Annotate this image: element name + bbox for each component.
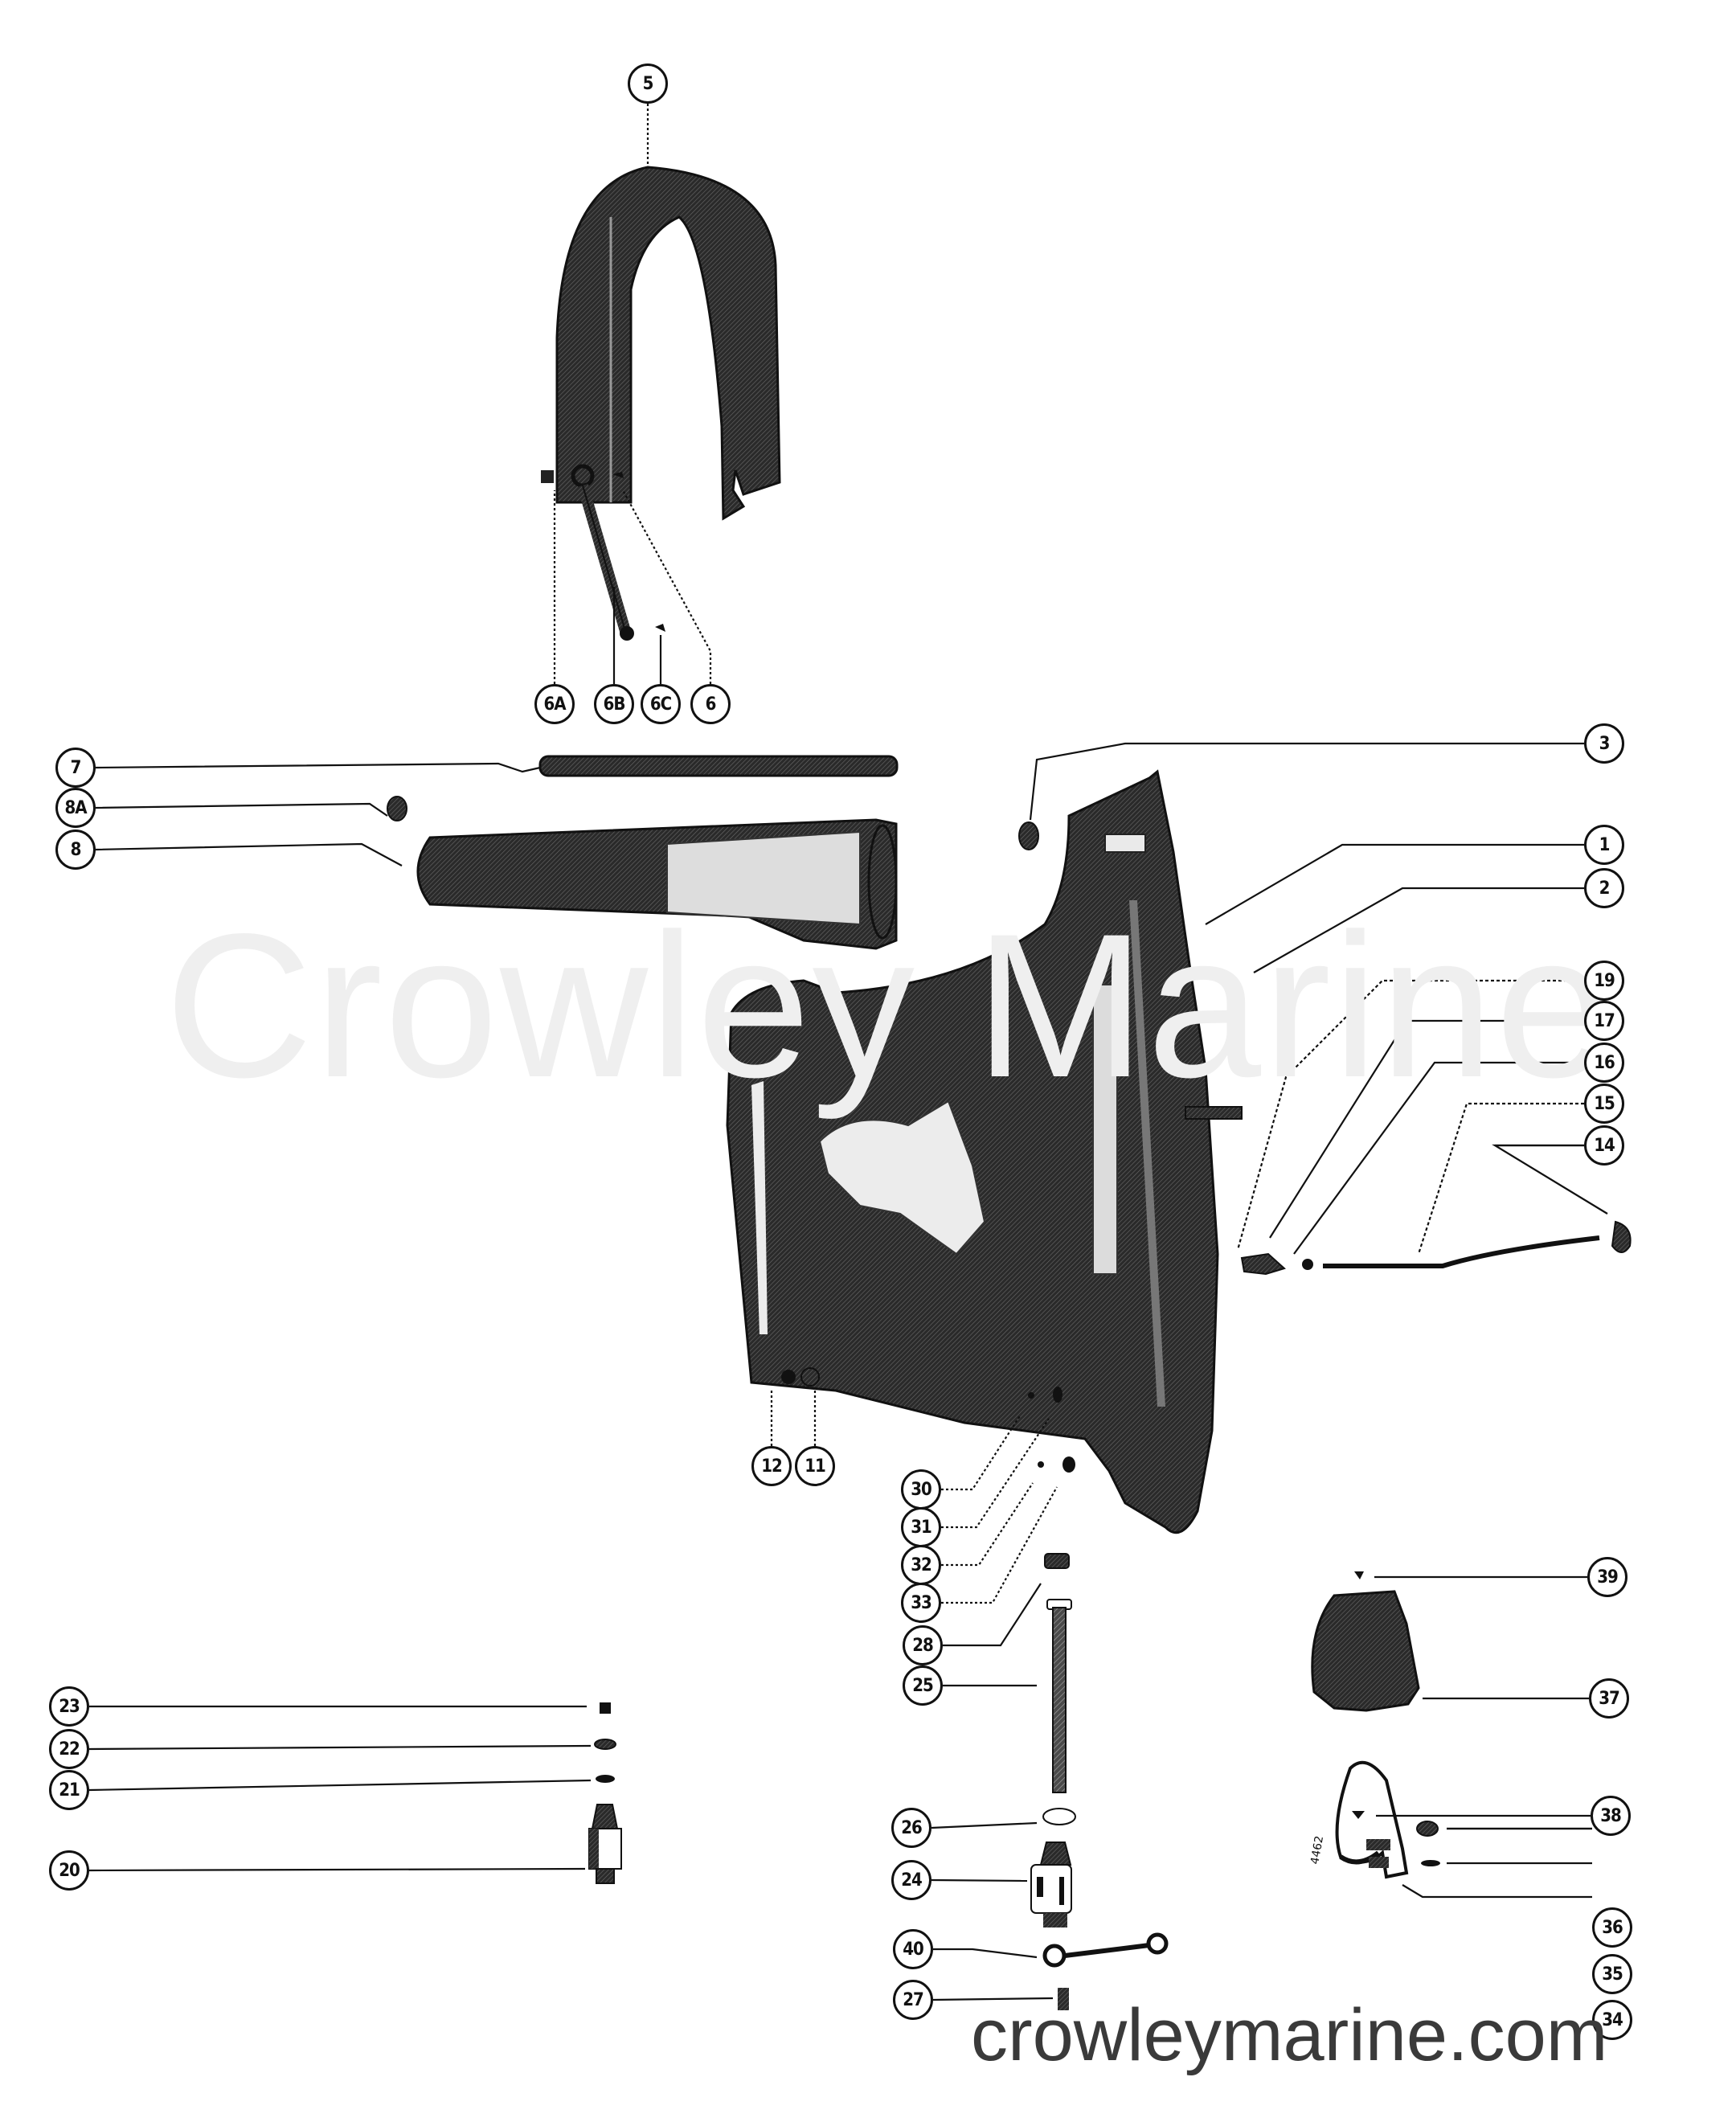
callout-26[interactable]: 26 bbox=[891, 1808, 931, 1848]
callout-21[interactable]: 21 bbox=[49, 1770, 89, 1810]
callout-34[interactable]: 34 bbox=[1592, 2000, 1632, 2040]
callout-3[interactable]: 3 bbox=[1584, 723, 1624, 764]
callout-12[interactable]: 12 bbox=[751, 1446, 792, 1486]
part-23-nut bbox=[600, 1702, 611, 1714]
callout-32[interactable]: 32 bbox=[901, 1545, 941, 1585]
callout-8[interactable]: 8 bbox=[55, 830, 96, 870]
part-20-fitting bbox=[588, 1804, 622, 1884]
callout-11[interactable]: 11 bbox=[795, 1446, 835, 1486]
part-3-nut bbox=[1018, 821, 1039, 850]
callout-14[interactable]: 14 bbox=[1584, 1125, 1624, 1166]
part-6-link-rod bbox=[541, 464, 665, 641]
part-25-bolt bbox=[1046, 1599, 1072, 1793]
callout-6[interactable]: 6 bbox=[690, 684, 731, 724]
callout-15[interactable]: 15 bbox=[1584, 1084, 1624, 1124]
part-36-nut bbox=[1416, 1821, 1439, 1837]
part-2-stud bbox=[1185, 1106, 1243, 1120]
part-22-washer bbox=[594, 1739, 616, 1750]
watermark-crowleymarine-url: crowleymarine.com bbox=[971, 1994, 1608, 2076]
callout-17[interactable]: 17 bbox=[1584, 1001, 1624, 1041]
callout-16[interactable]: 16 bbox=[1584, 1043, 1624, 1083]
callout-39[interactable]: 39 bbox=[1587, 1557, 1628, 1597]
callout-25[interactable]: 25 bbox=[903, 1665, 943, 1706]
part-27-screw bbox=[1058, 1988, 1069, 2010]
callout-7[interactable]: 7 bbox=[55, 748, 96, 788]
part-40-ground-strap bbox=[1042, 1932, 1169, 1968]
part-37-cover bbox=[1311, 1590, 1420, 1712]
callout-1[interactable]: 1 bbox=[1584, 825, 1624, 865]
callout-30[interactable]: 30 bbox=[901, 1469, 941, 1510]
callout-5[interactable]: 5 bbox=[628, 63, 668, 104]
callout-35[interactable]: 35 bbox=[1592, 1954, 1632, 1994]
part-39-screw bbox=[1354, 1571, 1364, 1579]
callout-27[interactable]: 27 bbox=[893, 1980, 933, 2020]
part-28-nut bbox=[1044, 1553, 1070, 1569]
callout-20[interactable]: 20 bbox=[49, 1850, 89, 1891]
part-8a-plug bbox=[387, 796, 407, 821]
callout-8a[interactable]: 8A bbox=[55, 788, 96, 828]
callout-2[interactable]: 2 bbox=[1584, 868, 1624, 908]
callout-22[interactable]: 22 bbox=[49, 1729, 89, 1769]
part-21-washer bbox=[596, 1775, 615, 1783]
part-30-33-fasteners bbox=[1028, 1387, 1075, 1473]
callout-37[interactable]: 37 bbox=[1589, 1678, 1629, 1719]
callout-23[interactable]: 23 bbox=[49, 1686, 89, 1727]
callout-40[interactable]: 40 bbox=[893, 1929, 933, 1969]
callout-31[interactable]: 31 bbox=[901, 1507, 941, 1547]
part-12-washer bbox=[781, 1370, 796, 1384]
part-5-cowl-bracket bbox=[555, 166, 781, 521]
callout-38[interactable]: 38 bbox=[1591, 1796, 1631, 1836]
part-34-bracket: 4462 bbox=[1308, 1760, 1409, 1879]
leader-lines bbox=[88, 104, 1608, 2001]
part-35-washer bbox=[1421, 1860, 1440, 1866]
callout-33[interactable]: 33 bbox=[901, 1583, 941, 1623]
part-38-screw bbox=[1352, 1811, 1365, 1819]
callout-6c[interactable]: 6C bbox=[641, 684, 681, 724]
callout-24[interactable]: 24 bbox=[891, 1860, 931, 1900]
callout-19[interactable]: 19 bbox=[1584, 961, 1624, 1001]
part-8-tube bbox=[416, 818, 898, 950]
callout-28[interactable]: 28 bbox=[903, 1625, 943, 1665]
part-26-washer bbox=[1042, 1808, 1076, 1825]
callout-6b[interactable]: 6B bbox=[594, 684, 634, 724]
part-7-rod bbox=[538, 755, 899, 777]
part-24-rubber-mount bbox=[1030, 1841, 1072, 1928]
callout-6a[interactable]: 6A bbox=[534, 684, 575, 724]
callout-36[interactable]: 36 bbox=[1592, 1907, 1632, 1948]
part-14-19-shift-linkage bbox=[1240, 1220, 1632, 1276]
svg-text:4462: 4462 bbox=[1308, 1835, 1326, 1866]
part-1-drive-shaft-housing bbox=[726, 769, 1219, 1534]
part-11-nut bbox=[800, 1367, 820, 1387]
